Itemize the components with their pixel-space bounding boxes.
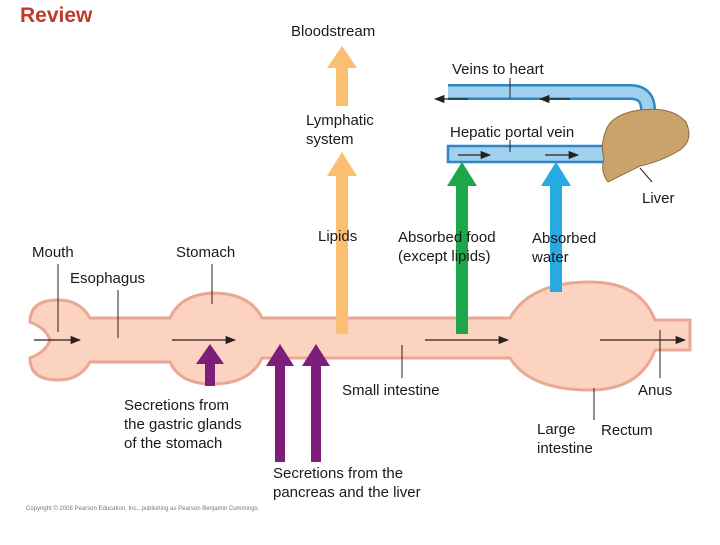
lymphatic-system-label: Lymphatic system xyxy=(306,112,374,148)
gastric-secretions-label: Secretions from the gastric glands of th… xyxy=(124,397,242,452)
digestive-tract xyxy=(28,280,692,392)
lipid-absorption-arrow xyxy=(327,152,357,334)
liver-label: Liver xyxy=(642,190,675,207)
liver xyxy=(601,108,690,183)
copyright-notice: Copyright © 2008 Pearson Education, Inc.… xyxy=(26,506,260,512)
food-flow-arrows xyxy=(34,94,687,345)
esophagus-label: Esophagus xyxy=(70,270,146,287)
pancreas-liver-secretions-label: Secretions from the pancreas and the liv… xyxy=(273,465,421,501)
lipids-label: Lipids xyxy=(318,228,358,245)
absorbed-water-label: Absorbed water xyxy=(532,230,597,266)
mouth-label: Mouth xyxy=(32,244,74,261)
rectum-label: Rectum xyxy=(601,422,653,439)
stomach-label: Stomach xyxy=(176,244,236,261)
large-intestine-label: Large intestine xyxy=(537,421,593,457)
small-intestine-label: Small intestine xyxy=(342,382,440,399)
hepatic-portal-vein-label: Hepatic portal vein xyxy=(450,124,575,141)
pancreas-secretion-arrow xyxy=(266,344,294,462)
gastric-secretion-arrow xyxy=(196,344,224,386)
label-leader-lines xyxy=(57,78,661,420)
hepatic-portal-vein xyxy=(446,144,618,164)
absorbed-food-arrow xyxy=(447,162,477,334)
bloodstream-label: Bloodstream xyxy=(291,23,376,40)
lymphatic-to-bloodstream-arrow xyxy=(327,46,357,106)
liver-secretion-arrow xyxy=(302,344,330,462)
absorbed-water-arrow xyxy=(541,162,571,292)
veins-to-heart-label: Veins to heart xyxy=(452,61,544,78)
page-title: Review xyxy=(20,4,93,27)
anus-label: Anus xyxy=(638,382,673,399)
absorbed-food-label: Absorbed food (except lipids) xyxy=(398,229,496,265)
